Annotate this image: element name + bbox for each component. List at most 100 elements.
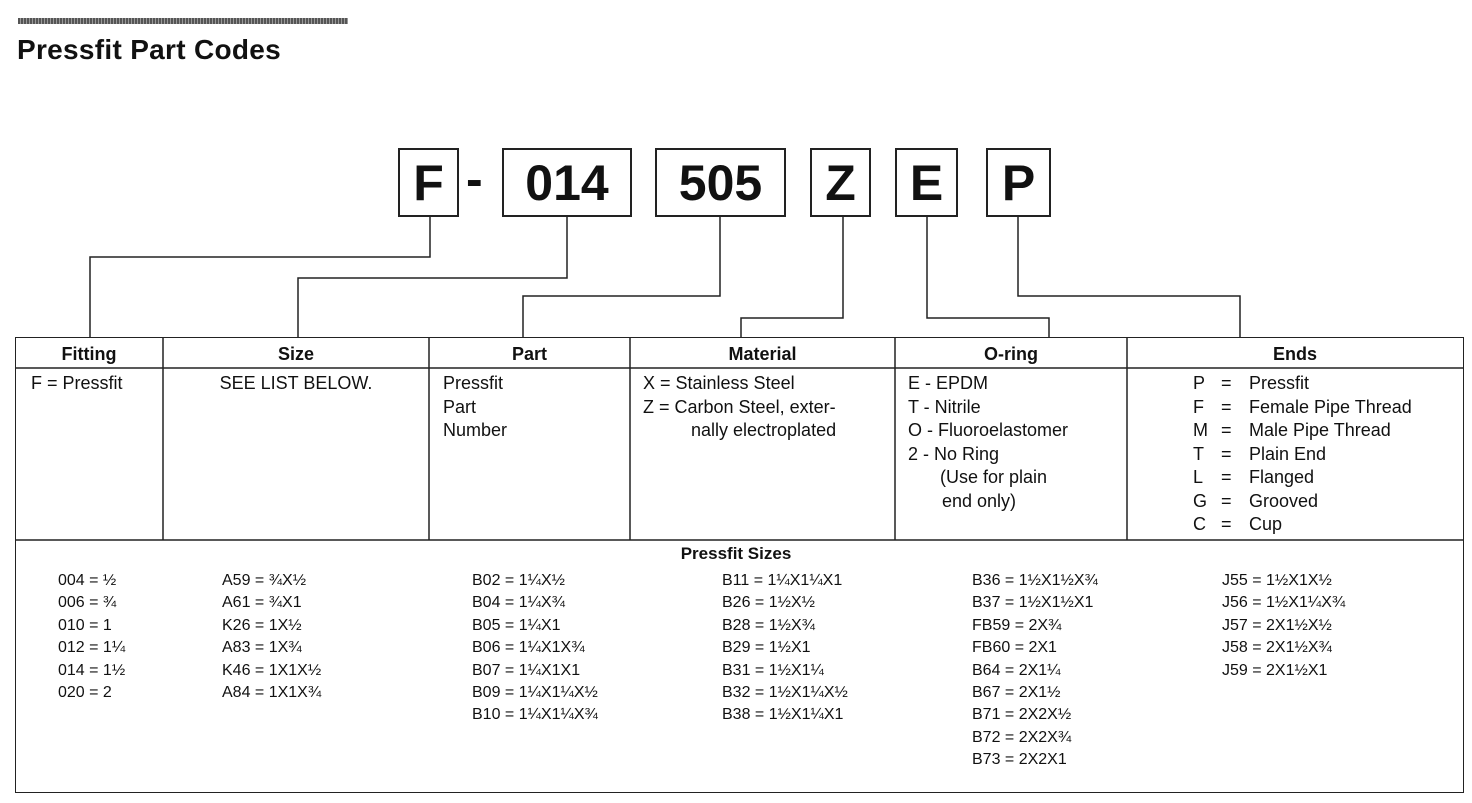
ends-item: G = Grooved xyxy=(1193,490,1412,514)
size-entry: B36 = 1½X1½X¾ xyxy=(972,572,1098,589)
fitting-item: F = Pressfit xyxy=(31,373,123,393)
size-entry: B10 = 1¼X1¼X¾ xyxy=(472,706,598,724)
ends-item: C = Cup xyxy=(1193,513,1412,537)
ends-code: M xyxy=(1193,420,1208,440)
size-entry: K26 = 1X½ xyxy=(222,616,302,634)
oring-note: end only) xyxy=(942,490,1017,511)
ends-eq: = xyxy=(1221,467,1232,487)
size-entry: B72 = 2X2X¾ xyxy=(972,728,1072,746)
size-entry: B09 = 1¼X1¼X½ xyxy=(472,684,598,702)
ends-code: T xyxy=(1193,443,1204,464)
material-cell: X = Stainless Steel Z = Carbon Steel, ex… xyxy=(643,372,836,443)
size-entry: J59 = 2X1½X1 xyxy=(1222,661,1328,679)
material-item: Z = Carbon Steel, exter- xyxy=(643,396,836,417)
ends-item: L = Flanged xyxy=(1193,466,1412,490)
size-entry: K46 = 1X1X½ xyxy=(222,661,322,679)
code-box-ends: P xyxy=(986,148,1051,217)
oring-item: 2 - No Ring xyxy=(908,443,1000,464)
part-line: Pressfit xyxy=(443,373,504,393)
size-entry: B29 = 1½X1 xyxy=(722,639,811,657)
oring-note: (Use for plain xyxy=(940,467,1048,487)
oring-item: O - Fluoroelastomer xyxy=(908,420,1069,440)
size-note: SEE LIST BELOW. xyxy=(219,373,373,393)
ends-label: Male Pipe Thread xyxy=(1249,420,1391,440)
ends-eq: = xyxy=(1221,373,1232,393)
size-entry: J55 = 1½X1X½ xyxy=(1222,572,1332,589)
ends-label: Pressfit xyxy=(1249,373,1310,393)
size-entry: B11 = 1¼X1¼X1 xyxy=(722,572,843,589)
size-entry: B02 = 1¼X½ xyxy=(472,572,565,589)
material-item: X = Stainless Steel xyxy=(643,373,795,393)
size-entry: B28 = 1½X¾ xyxy=(722,616,815,634)
header-size: Size xyxy=(277,344,315,364)
ends-code: F xyxy=(1193,396,1204,417)
ends-label: Flanged xyxy=(1249,467,1315,487)
size-entry: B04 = 1¼X¾ xyxy=(472,594,565,612)
code-dash: - xyxy=(466,151,483,207)
oring-cell: E - EPDM T - Nitrile O - Fluoroelastomer… xyxy=(908,372,1068,513)
ends-label: Cup xyxy=(1249,514,1283,534)
part-line: Number xyxy=(443,420,508,440)
ends-item: M = Male Pipe Thread xyxy=(1193,419,1412,443)
ends-code: G xyxy=(1193,490,1208,511)
fitting-cell: F = Pressfit xyxy=(31,372,123,396)
ends-eq: = xyxy=(1221,420,1232,440)
code-box-material: Z xyxy=(810,148,871,217)
ends-code: P xyxy=(1193,373,1206,393)
page-title: Pressfit Part Codes xyxy=(17,34,282,65)
size-entry: 012 = 1¼ xyxy=(58,639,126,657)
sizes-title: Pressfit Sizes xyxy=(680,544,792,563)
ends-eq: = xyxy=(1221,490,1232,511)
ends-code: C xyxy=(1193,514,1206,534)
code-box-fitting: F xyxy=(398,148,459,217)
code-box-part: 505 xyxy=(655,148,786,217)
ends-eq: = xyxy=(1221,396,1232,417)
ends-eq: = xyxy=(1221,443,1232,464)
size-entry: A83 = 1X¾ xyxy=(222,639,302,657)
ends-item: P = Pressfit xyxy=(1193,372,1412,396)
size-entry: B67 = 2X1½ xyxy=(972,684,1061,702)
size-entry: 006 = ¾ xyxy=(58,594,117,612)
size-entry: A61 = ¾X1 xyxy=(222,594,302,612)
part-cell: Pressfit Part Number xyxy=(443,372,507,443)
ends-eq: = xyxy=(1221,514,1232,534)
size-entry: B71 = 2X2X½ xyxy=(972,706,1072,724)
size-entry: J58 = 2X1½X¾ xyxy=(1222,639,1332,657)
size-entry: J57 = 2X1½X½ xyxy=(1222,616,1332,634)
size-entry: B37 = 1½X1½X1 xyxy=(972,594,1094,612)
header-fitting: Fitting xyxy=(61,344,117,364)
size-entry: FB59 = 2X¾ xyxy=(972,616,1062,634)
header-material: Material xyxy=(728,344,797,364)
size-entry: B07 = 1¼X1X1 xyxy=(472,661,581,679)
size-entry: A84 = 1X1X¾ xyxy=(222,684,322,702)
size-entry: B05 = 1¼X1 xyxy=(472,616,561,634)
title-rule xyxy=(18,18,348,24)
oring-item: T - Nitrile xyxy=(908,396,981,417)
ends-item: F = Female Pipe Thread xyxy=(1193,396,1412,420)
size-entry: B31 = 1½X1¼ xyxy=(722,661,824,679)
size-entry: A59 = ¾X½ xyxy=(222,572,307,589)
size-entry: B26 = 1½X½ xyxy=(722,594,815,612)
size-entry: B06 = 1¼X1X¾ xyxy=(472,639,585,657)
ends-item: T = Plain End xyxy=(1193,443,1412,467)
header-part: Part xyxy=(511,344,547,364)
ends-label: Plain End xyxy=(1249,443,1327,464)
ends-label: Female Pipe Thread xyxy=(1249,396,1412,417)
size-entry: B32 = 1½X1¼X½ xyxy=(722,684,848,702)
part-code-table xyxy=(15,337,1464,793)
material-item-cont: nally electroplated xyxy=(691,420,837,440)
part-line: Part xyxy=(443,396,477,417)
header-oring: O-ring xyxy=(984,344,1038,364)
ends-code: L xyxy=(1193,467,1204,487)
oring-item: E - EPDM xyxy=(908,373,989,393)
ends-label: Grooved xyxy=(1249,490,1319,511)
size-entry: B64 = 2X1¼ xyxy=(972,661,1061,679)
size-entry: 014 = 1½ xyxy=(58,661,126,679)
size-entry: 004 = ½ xyxy=(58,572,117,589)
